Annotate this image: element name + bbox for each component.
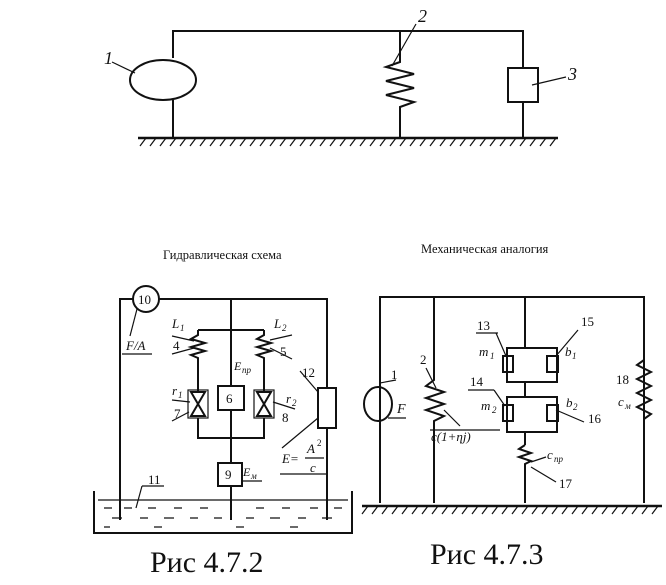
box-9 — [217, 462, 243, 487]
leader-1 — [111, 61, 136, 74]
mechanical-analogy: Механическая аналогия 1 F 2 c(1+ηj) — [361, 242, 662, 571]
mech-label-15: 15 — [581, 314, 594, 329]
caption-4-7-3: Рис 4.7.3 — [430, 538, 544, 571]
label-4: 4 — [173, 338, 180, 353]
label-L1-sub: 1 — [180, 323, 185, 333]
block-m2-b2 — [506, 396, 558, 433]
leader-fa — [129, 308, 138, 337]
mech-label-2: 2 — [420, 352, 427, 367]
throttle-r1 — [189, 391, 207, 417]
mech-label-14: 14 — [470, 374, 484, 389]
damper-b2 — [546, 404, 559, 422]
label-8: 8 — [282, 410, 289, 425]
label-fa: F/A — [125, 338, 146, 353]
top-circuit: 1 2 3 — [104, 6, 577, 147]
hydraulic-inner-bottom — [197, 418, 265, 439]
mech-label-m1: m — [479, 344, 488, 359]
label-L1: L — [171, 316, 179, 331]
label-r1: r — [172, 383, 178, 398]
top-label-3: 3 — [567, 64, 577, 84]
mech-label-1: 1 — [391, 367, 398, 382]
label-Em: E — [242, 465, 251, 479]
mech-label-cpr-sub: пр — [554, 454, 564, 464]
mech-label-13: 13 — [477, 318, 490, 333]
formula-E: E= — [281, 451, 299, 466]
mech-label-18: 18 — [616, 372, 629, 387]
label-L2: L — [273, 316, 281, 331]
label-r2: r — [286, 391, 292, 406]
mech-label-c-expr: c(1+ηj) — [431, 429, 471, 444]
hydraulic-title: Гидравлическая схема — [163, 248, 282, 262]
label-Epr: E — [233, 359, 242, 373]
mass-m2 — [502, 404, 514, 422]
mech-label-17: 17 — [559, 476, 573, 491]
mech-label-b1-sub: 1 — [572, 351, 577, 361]
hydraulic-top-wire — [159, 298, 328, 388]
mechanical-title: Механическая аналогия — [421, 242, 549, 256]
source-element-1 — [129, 59, 197, 101]
block-m1-b1 — [506, 347, 558, 383]
spring-2 — [422, 297, 448, 503]
mech-label-16: 16 — [588, 411, 602, 426]
leader-3 — [531, 76, 567, 86]
top-label-2: 2 — [418, 6, 427, 26]
force-source-1 — [363, 386, 393, 422]
label-Epr-sub: пр — [242, 365, 252, 375]
label-10: 10 — [138, 292, 151, 307]
label-Em-sub: м — [250, 471, 257, 481]
label-r2-sub: 2 — [292, 398, 297, 408]
label-L2-sub: 2 — [282, 323, 287, 333]
top-ground-hatch — [139, 137, 557, 147]
label-6: 6 — [226, 391, 233, 406]
formula-A: A — [306, 441, 315, 456]
mech-label-m1-sub: 1 — [490, 351, 495, 361]
box-12 — [317, 387, 337, 429]
mech-label-b2-sub: 2 — [573, 402, 578, 412]
label-r1-sub: 1 — [178, 390, 183, 400]
label-5: 5 — [280, 344, 287, 359]
tank-hatch — [104, 507, 342, 528]
spring-L2 — [253, 330, 275, 392]
throttle-r2 — [255, 391, 273, 417]
leader-2 — [391, 23, 417, 67]
mech-label-F: F — [396, 402, 406, 417]
mech-label-b1: b — [565, 344, 572, 359]
caption-4-7-2: Рис 4.7.2 — [150, 546, 264, 579]
mech-label-m2: m — [481, 398, 490, 413]
mech-label-cm: c — [618, 394, 624, 409]
tank — [93, 491, 353, 534]
label-12: 12 — [302, 365, 315, 380]
hydraulic-scheme: Гидравлическая схема 10 F/A 6 — [93, 248, 353, 579]
label-7: 7 — [174, 406, 181, 421]
formula-sq: 2 — [317, 438, 322, 448]
label-9: 9 — [225, 467, 232, 482]
top-label-1: 1 — [104, 48, 113, 68]
mech-frame — [379, 296, 645, 503]
top-wire — [172, 30, 524, 68]
formula-c: c — [310, 460, 316, 475]
damper-b1 — [546, 355, 559, 373]
mass-m1 — [502, 355, 514, 373]
resistor-element-2 — [382, 31, 418, 138]
spring-17 — [515, 444, 535, 503]
mech-ground-hatch — [361, 505, 659, 515]
mech-label-m2-sub: 2 — [492, 405, 497, 415]
spring-L1 — [187, 330, 209, 392]
hydraulic-left-wire — [119, 298, 133, 520]
mech-label-cpr: c — [547, 447, 553, 462]
mech-label-cm-sub: м — [624, 401, 631, 411]
spring-18 — [634, 359, 654, 420]
label-11: 11 — [148, 472, 161, 487]
mech-label-b2: b — [566, 395, 573, 410]
